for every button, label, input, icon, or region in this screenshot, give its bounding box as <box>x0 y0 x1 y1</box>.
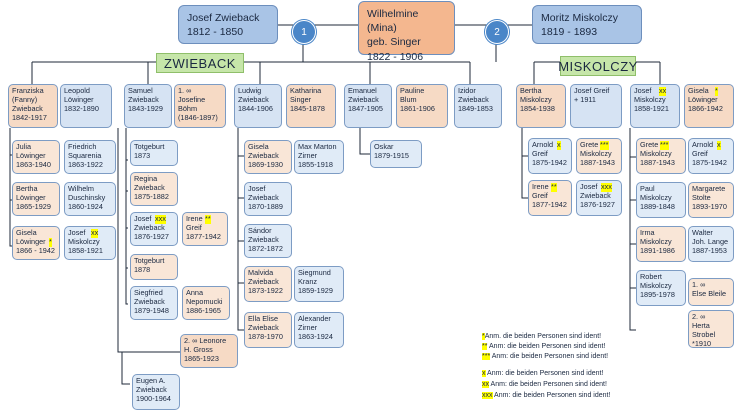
walter-box: Walter Joh. Lange 1887-1953 <box>688 226 734 262</box>
josefine-box: 1. ∞ Josefine Böhm (1846-1897) <box>174 84 226 128</box>
mark-star2: ** <box>205 214 211 224</box>
gisela-loewinger-box: Gisela Löwinger 1866-1942* <box>684 84 734 128</box>
mark-xxx: xxx <box>155 214 166 224</box>
herta-strobel-box: 2. ∞ Herta Strobel *1910 <box>688 310 734 348</box>
ella-elise-box: Ella Elise Zwieback 1878-1970 <box>244 312 292 348</box>
else-bleile-box: 1. ∞ Else Bleile <box>688 278 734 306</box>
mark-xx: xx <box>659 86 667 96</box>
mark-star3: *** <box>600 140 609 150</box>
josef-zwieback-header: Josef Zwieback 1812 - 1850 <box>178 5 278 44</box>
leonore-box: 2. ∞ Leonore H. Gross 1865-1923 <box>180 334 238 368</box>
miskolczy-branch-label: MISKOLCZY <box>558 56 637 76</box>
josef-zwieback-2-box: Josef Zwieback 1870-1889 <box>244 182 292 216</box>
irene-greif-box: Irene Greif 1877-1942** <box>182 212 228 246</box>
pauline-box: Pauline Blum 1861-1906 <box>396 84 448 128</box>
leopold-box: Leopold Löwinger 1832-1890 <box>60 84 112 128</box>
alexander-box: Alexander Zirner 1863-1924 <box>294 312 344 348</box>
mark-star: * <box>49 237 52 247</box>
sandor-box: Sándor Zwieback 1872-1872 <box>244 224 292 258</box>
franziska-box: Franziska (Fanny) Zwieback 1842-1917 <box>8 84 58 128</box>
robert-box: Robert Miskolczy 1895-1978 <box>636 270 686 306</box>
anna-box: Anna Nepomucki 1886-1965 <box>182 286 230 320</box>
zwieback-branch-label: ZWIEBACK <box>156 53 244 73</box>
marriage-number-2: 2 <box>485 20 509 44</box>
regina-box: Regina Zwieback 1875-1882 <box>130 172 178 206</box>
julia-box: Julia Löwinger 1863-1940 <box>12 140 60 174</box>
ludwig-box: Ludwig Zwieback 1844-1906 <box>234 84 282 128</box>
siegfried-box: Siegfried Zwieback 1879-1948 <box>130 286 178 320</box>
mark-star3: *** <box>660 140 669 150</box>
gisela-zwieback-box: Gisela Zwieback 1869-1930 <box>244 140 292 174</box>
moritz-miskolczy-header: Moritz Miskolczy 1819 - 1893 <box>532 5 642 44</box>
katharina-box: Katharina Singer 1845-1878 <box>286 84 336 128</box>
irene-greif-2-box: Irene Greif 1877-1942** <box>528 180 572 216</box>
irma-box: Irma Miskolczy 1891-1986 <box>636 226 686 262</box>
emanuel-box: Emanuel Zwieback 1847-1905 <box>344 84 392 128</box>
margarete-box: Margarete Stolte 1893-1970 <box>688 182 734 218</box>
wilhelmine-header: Wilhelmine (Mina) geb. Singer 1822 - 190… <box>358 1 455 63</box>
totgeburt-1873-box: Totgeburt 1873 <box>130 140 178 166</box>
eugen-box: Eugen A. Zwieback 1900-1964 <box>132 374 180 410</box>
grete-miskolczy-2-box: Grete Miskolczy 1887-1943*** <box>636 138 686 174</box>
note-star3: *** Anm: die beiden Personen sind ident! <box>482 353 609 360</box>
bertha-loewinger-box: Bertha Löwinger 1865-1929 <box>12 182 60 216</box>
paul-box: Paul Miskolczy 1889-1848 <box>636 182 686 218</box>
note-x2: xx Anm: die beiden Personen sind ident! <box>482 381 607 388</box>
mark-star: * <box>715 86 718 96</box>
gisela-loewinger-child-box: Gisela Löwinger 1866 - 1942* <box>12 226 60 260</box>
friedrich-box: Friedrich Squarenia 1863-1922 <box>64 140 116 174</box>
max-marton-box: Max Marton Zirner 1855-1918 <box>294 140 344 174</box>
grete-miskolczy-box: Grete Miskolczy 1887-1943*** <box>576 138 622 174</box>
wilhelm-box: Wilhelm Duschinsky 1860-1924 <box>64 182 116 216</box>
mark-x: x <box>557 140 561 150</box>
mark-star2: ** <box>551 182 557 192</box>
bertha-miskolczy-box: Bertha Miskolczy 1854-1938 <box>516 84 566 128</box>
mark-x: x <box>717 140 721 150</box>
malvida-box: Malvida Zwieback 1873-1922 <box>244 266 292 302</box>
josef-greif-box: Josef Greif + 1911 <box>570 84 622 128</box>
note-x1: x Anm: die beiden Personen sind ident! <box>482 370 604 377</box>
izidor-box: Izidor Zwieback 1849-1853 <box>454 84 502 128</box>
note-star2: ** Anm: die beiden Personen sind ident! <box>482 343 606 350</box>
siegmund-box: Siegmund Kranz 1859-1929 <box>294 266 344 302</box>
samuel-box: Samuel Zwieback 1843-1929 <box>124 84 172 128</box>
totgeburt-1878-box: Totgeburt 1878 <box>130 254 178 280</box>
mark-xx: xx <box>91 228 99 238</box>
oskar-box: Oskar 1879-1915 <box>370 140 422 168</box>
marriage-number-1: 1 <box>292 20 316 44</box>
note-x3: xxx Anm: die beiden Personen sind ident! <box>482 392 611 399</box>
note-star1: *Anm. die beiden Personen sind ident! <box>482 333 602 340</box>
mark-xxx: xxx <box>601 182 612 192</box>
